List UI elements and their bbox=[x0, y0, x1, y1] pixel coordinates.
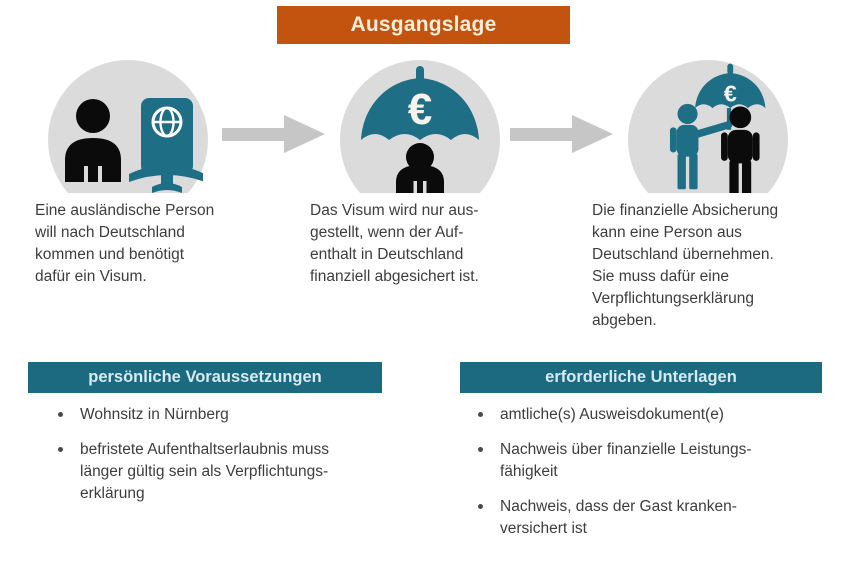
step1-icon-circle bbox=[48, 60, 208, 193]
list-item: Nachweis über finanzielle Leistungs- fäh… bbox=[478, 439, 828, 483]
required-documents-list: amtliche(s) Ausweisdokument(e) Nachweis … bbox=[478, 404, 828, 553]
step3-description: Die finanzielle Absicherung kann eine Pe… bbox=[592, 202, 779, 329]
step3-icon-circle: € bbox=[628, 60, 788, 193]
euro-umbrella-over-person-icon: € bbox=[361, 66, 479, 193]
bullet-icon bbox=[478, 447, 483, 452]
list-item-text: Wohnsitz in Nürnberg bbox=[80, 406, 229, 423]
bullet-icon bbox=[478, 412, 483, 417]
bullet-icon bbox=[58, 412, 63, 417]
section-header-required-documents: erforderliche Unterlagen bbox=[460, 362, 822, 393]
personal-requirements-list: Wohnsitz in Nürnberg befristete Aufentha… bbox=[58, 404, 388, 518]
arrow-right-icon bbox=[222, 115, 325, 153]
step2-icon-circle: € bbox=[340, 60, 500, 193]
title-banner: Ausgangslage bbox=[277, 6, 570, 44]
bullet-icon bbox=[478, 504, 483, 509]
euro-symbol: € bbox=[408, 85, 432, 134]
list-item: Wohnsitz in Nürnberg bbox=[58, 404, 388, 426]
section-header-personal-requirements: persönliche Voraussetzungen bbox=[28, 362, 382, 393]
list-item: Nachweis, dass der Gast kranken- versich… bbox=[478, 496, 828, 540]
list-item-text: amtliche(s) Ausweisdokument(e) bbox=[500, 406, 724, 423]
list-item-text: Nachweis, dass der Gast kranken- versich… bbox=[500, 498, 737, 537]
traveler-with-passport-icon bbox=[65, 98, 203, 193]
section-header-label: persönliche Voraussetzungen bbox=[88, 368, 322, 386]
list-item-text: Nachweis über finanzielle Leistungs- fäh… bbox=[500, 441, 752, 480]
section-header-label: erforderliche Unterlagen bbox=[545, 368, 737, 386]
list-item: befristete Aufenthaltserlaubnis muss län… bbox=[58, 439, 388, 505]
euro-symbol: € bbox=[724, 80, 737, 106]
list-item: amtliche(s) Ausweisdokument(e) bbox=[478, 404, 828, 426]
step1-description: Eine ausländische Person will nach Deuts… bbox=[35, 202, 215, 285]
arrow-right-icon bbox=[510, 115, 613, 153]
step2-description: Das Visum wird nur aus- gestellt, wenn d… bbox=[310, 202, 479, 285]
sponsor-sheltering-person-icon: € bbox=[669, 63, 766, 193]
page-title: Ausgangslage bbox=[350, 13, 497, 36]
list-item-text: befristete Aufenthaltserlaubnis muss län… bbox=[80, 441, 329, 502]
bullet-icon bbox=[58, 447, 63, 452]
